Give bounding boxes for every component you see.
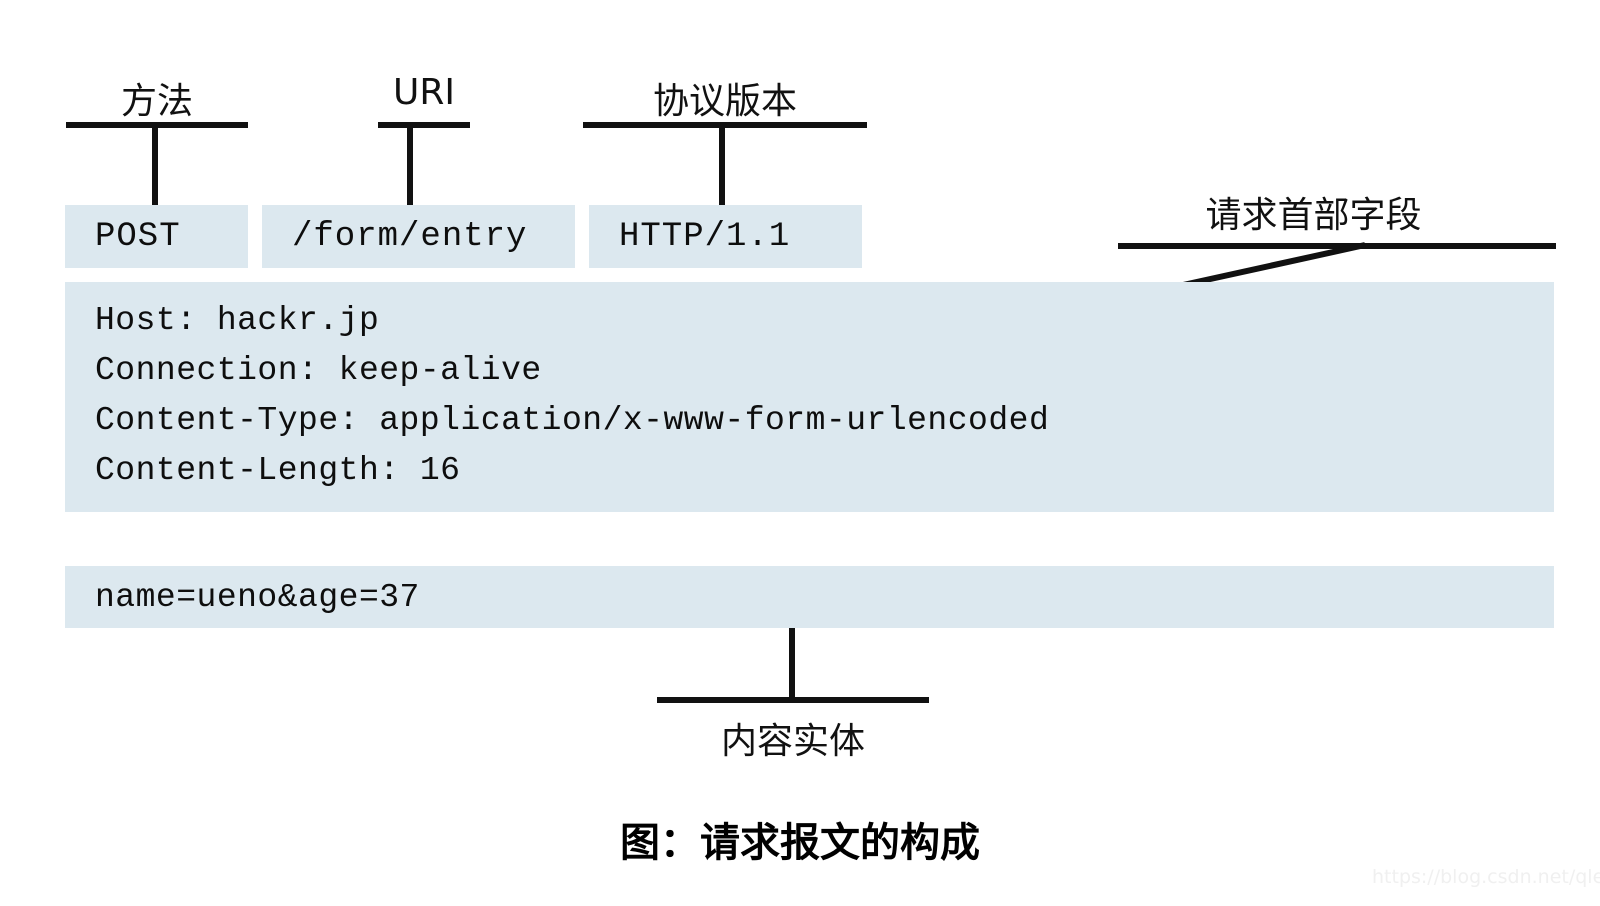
request-line-field-method: POST — [65, 205, 248, 268]
annotation-label-uri: URI — [393, 72, 455, 113]
annotation-stem-method — [152, 122, 158, 208]
annotation-rule-protocol-version — [583, 122, 867, 128]
method-value: POST — [95, 217, 181, 256]
source-watermark: https://blog.csdn.net/qlexcel — [1372, 866, 1600, 888]
annotation-stem-entity-body — [789, 628, 795, 700]
annotation-label-entity-body: 内容实体 — [720, 721, 865, 762]
request-line-field-protocol-version: HTTP/1.1 — [589, 205, 862, 268]
annotation-rule-entity-body — [657, 697, 929, 703]
annotation-rule-uri — [378, 122, 470, 128]
request-header-block: Host: hackr.jp Connection: keep-alive Co… — [65, 282, 1554, 512]
annotation-rule-header-fields — [1118, 243, 1556, 249]
annotation-stem-uri — [407, 122, 413, 208]
request-uri-value: /form/entry — [292, 217, 528, 256]
request-body-block: name=ueno&age=37 — [65, 566, 1554, 628]
protocol-version-value: HTTP/1.1 — [619, 217, 791, 256]
annotation-label-header-fields: 请求首部字段 — [1205, 195, 1422, 236]
request-line-field-uri: /form/entry — [262, 205, 575, 268]
annotation-label-method: 方法 — [120, 81, 193, 122]
annotation-stem-protocol-version — [719, 122, 725, 208]
annotation-label-protocol-version: 协议版本 — [652, 81, 797, 122]
figure-caption: 图：请求报文的构成 — [620, 820, 980, 866]
annotation-pointer-header-fields — [1182, 242, 1366, 288]
